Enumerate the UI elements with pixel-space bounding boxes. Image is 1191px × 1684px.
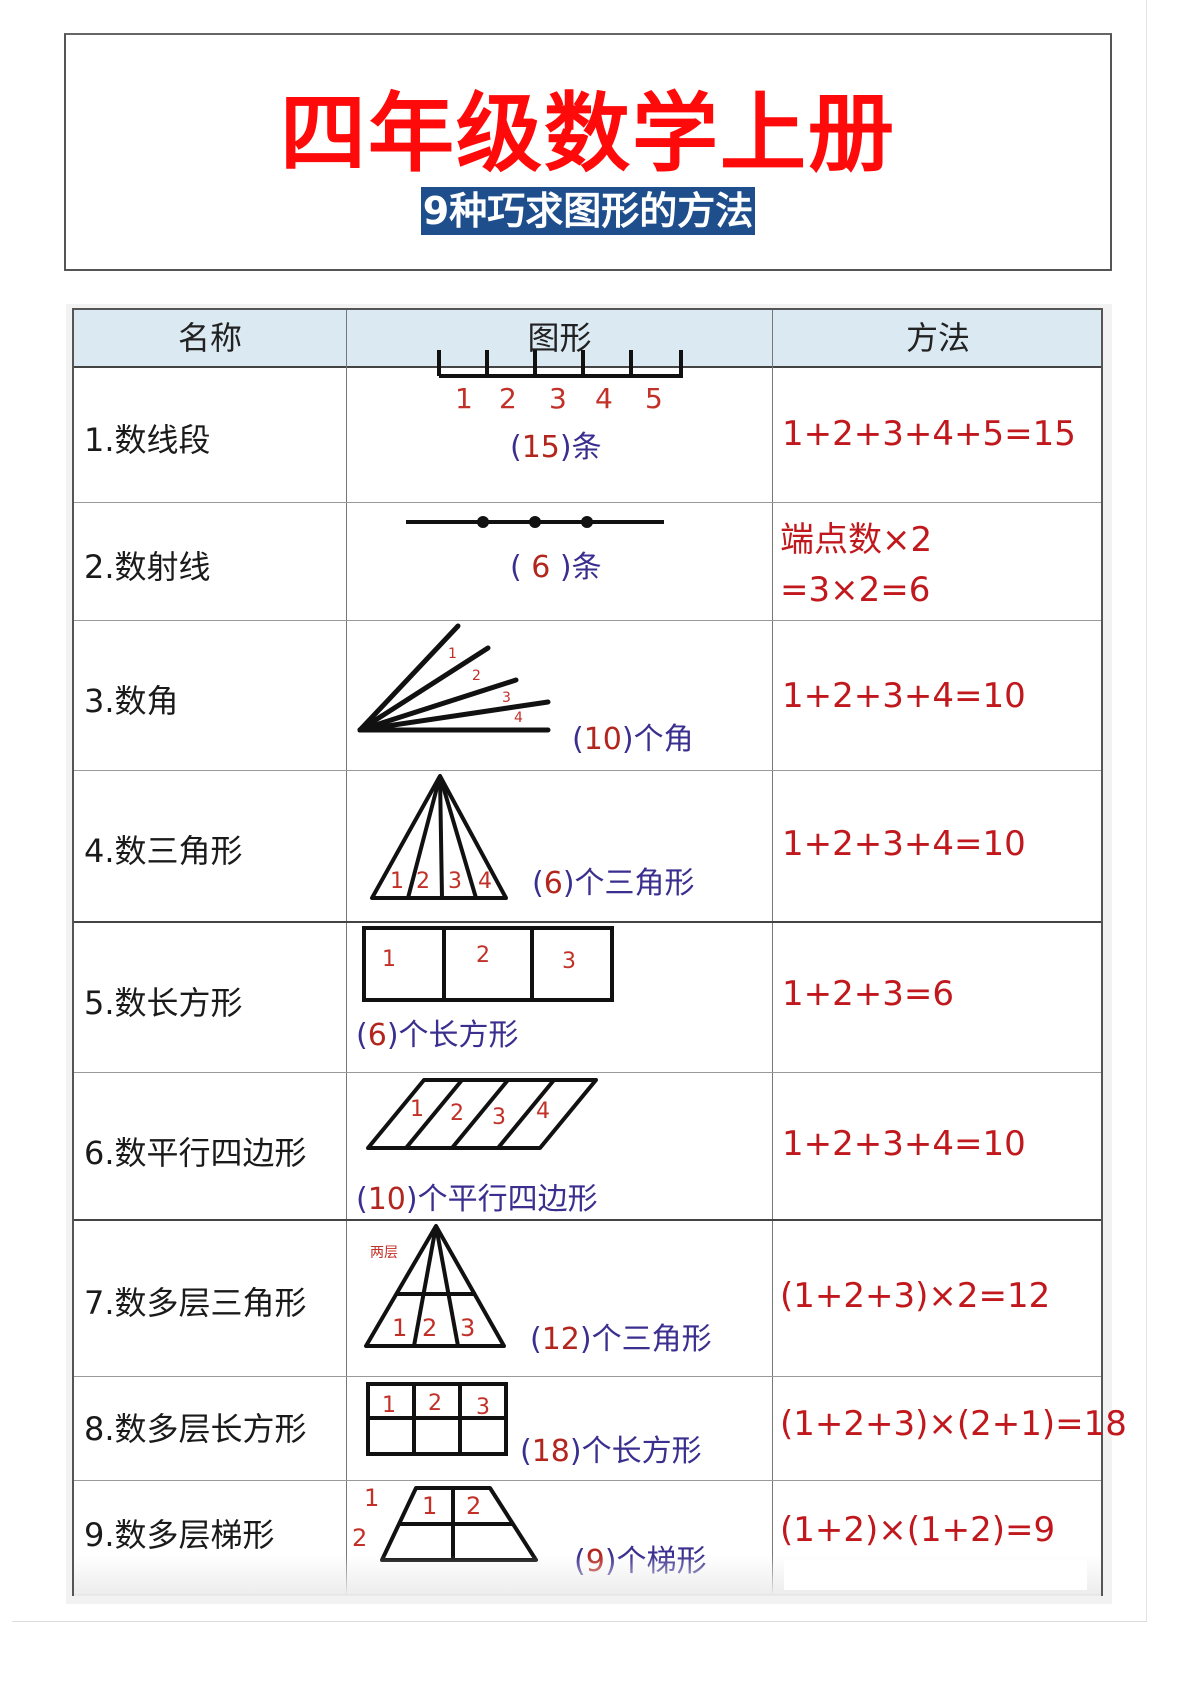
method-formula: (1+2+3)×(2+1)=18	[780, 1404, 1127, 1444]
row-name: 9.数多层梯形	[84, 1516, 275, 1554]
svg-text:2: 2	[352, 1524, 367, 1552]
svg-text:1: 1	[410, 1097, 424, 1122]
svg-text:1: 1	[390, 869, 404, 894]
layered-triangle-figure: 1 2 3	[364, 1224, 506, 1348]
line-segment-figure: 1 2 3 4 5	[437, 350, 683, 415]
column-header-method: 方法	[905, 319, 970, 357]
answer-label: ( 6 )条	[510, 550, 602, 585]
svg-text:2: 2	[499, 382, 517, 415]
svg-text:2: 2	[422, 1314, 437, 1342]
answer-label: (18)个长方形	[520, 1434, 702, 1469]
svg-text:1: 1	[382, 947, 396, 972]
method-formula: 1+2+3+4=10	[782, 676, 1026, 716]
method-formula: (1+2+3)×2=12	[780, 1276, 1051, 1316]
answer-label: (6)个三角形	[532, 866, 695, 901]
answer-label: (12)个三角形	[530, 1322, 712, 1357]
svg-text:3: 3	[502, 690, 511, 706]
svg-text:1: 1	[422, 1492, 437, 1520]
answer-label: (15)条	[510, 430, 602, 465]
svg-text:1: 1	[382, 1393, 396, 1418]
row-name: 6.数平行四边形	[84, 1134, 307, 1172]
svg-text:2: 2	[416, 869, 430, 894]
svg-text:2: 2	[450, 1101, 464, 1126]
rectangle-figure: 1 2 3	[362, 926, 614, 1002]
svg-text:1: 1	[455, 382, 473, 415]
row-name: 8.数多层长方形	[84, 1410, 307, 1448]
svg-text:3: 3	[492, 1105, 506, 1130]
row-divider	[74, 1376, 1101, 1377]
row-name: 5.数长方形	[84, 984, 243, 1022]
row-divider	[74, 1072, 1101, 1073]
method-formula: 1+2+3+4=10	[782, 1124, 1026, 1164]
svg-text:4: 4	[514, 710, 523, 726]
ray-figure	[406, 516, 664, 528]
answer-label: (9)个梯形	[574, 1544, 707, 1579]
row-divider	[74, 502, 1101, 503]
answer-label: (10)个角	[572, 722, 694, 757]
row-divider	[74, 1480, 1101, 1481]
svg-text:2: 2	[428, 1391, 442, 1416]
method-formula: 1+2+3+4+5=15	[782, 414, 1076, 454]
svg-text:4: 4	[478, 869, 492, 894]
layer-side-labels: 1 2	[352, 1484, 379, 1552]
answer-label: (10)个平行四边形	[356, 1182, 598, 1217]
parallelogram-figure: 1 2 3 4	[366, 1078, 598, 1150]
svg-text:2: 2	[472, 668, 481, 684]
row-name: 3.数角	[84, 682, 179, 720]
row-divider	[74, 921, 1101, 923]
method-formula: 1+2+3+4=10	[782, 824, 1026, 864]
method-formula-line1: 端点数×2	[780, 520, 933, 560]
methods-table: 名称 图形 方法 1.数线段 1 2 3 4 5	[72, 308, 1127, 1596]
column-divider	[346, 310, 347, 1594]
svg-text:2: 2	[466, 1492, 481, 1520]
answer-label: (6)个长方形	[356, 1018, 519, 1053]
column-divider	[772, 310, 773, 1594]
row-name: 1.数线段	[84, 421, 211, 459]
svg-text:5: 5	[645, 382, 663, 415]
row-divider	[74, 1219, 1101, 1221]
column-header-figure: 图形	[527, 319, 592, 357]
row-divider	[74, 620, 1101, 621]
page-title: 四年级数学上册	[280, 84, 896, 184]
triangle-figure: 1 2 3 4	[370, 774, 508, 900]
svg-text:3: 3	[549, 382, 567, 415]
svg-text:3: 3	[460, 1314, 475, 1342]
page-bottom-divider	[12, 1621, 1147, 1622]
layered-rectangle-figure: 1 2 3	[366, 1382, 508, 1456]
column-header-name: 名称	[177, 319, 242, 357]
svg-text:1: 1	[392, 1314, 407, 1342]
layer-note: 两层	[370, 1245, 398, 1261]
method-formula: (1+2)×(1+2)=9	[780, 1510, 1056, 1550]
svg-text:3: 3	[562, 949, 576, 974]
row-divider	[74, 770, 1101, 771]
table-header: 名称 图形 方法	[74, 310, 1101, 368]
method-formula: 1+2+3=6	[782, 974, 954, 1014]
svg-text:4: 4	[536, 1099, 550, 1124]
title-box: 四年级数学上册 9种巧求图形的方法	[64, 33, 1112, 271]
row-name: 2.数射线	[84, 548, 211, 586]
white-patch	[784, 1560, 1087, 1590]
row-name: 4.数三角形	[84, 832, 243, 870]
svg-text:4: 4	[595, 382, 613, 415]
page-edge	[1146, 0, 1147, 1622]
page-subtitle: 9种巧求图形的方法	[420, 187, 756, 235]
svg-text:1: 1	[364, 1484, 379, 1512]
svg-text:1: 1	[448, 646, 457, 662]
layered-trapezoid-figure: 1 2	[380, 1486, 538, 1562]
row-name: 7.数多层三角形	[84, 1284, 307, 1322]
svg-text:3: 3	[448, 869, 462, 894]
svg-text:2: 2	[476, 943, 490, 968]
method-formula-line2: =3×2=6	[780, 570, 931, 610]
svg-text:3: 3	[476, 1395, 490, 1420]
angle-figure: 1 2 3 4	[357, 623, 551, 733]
